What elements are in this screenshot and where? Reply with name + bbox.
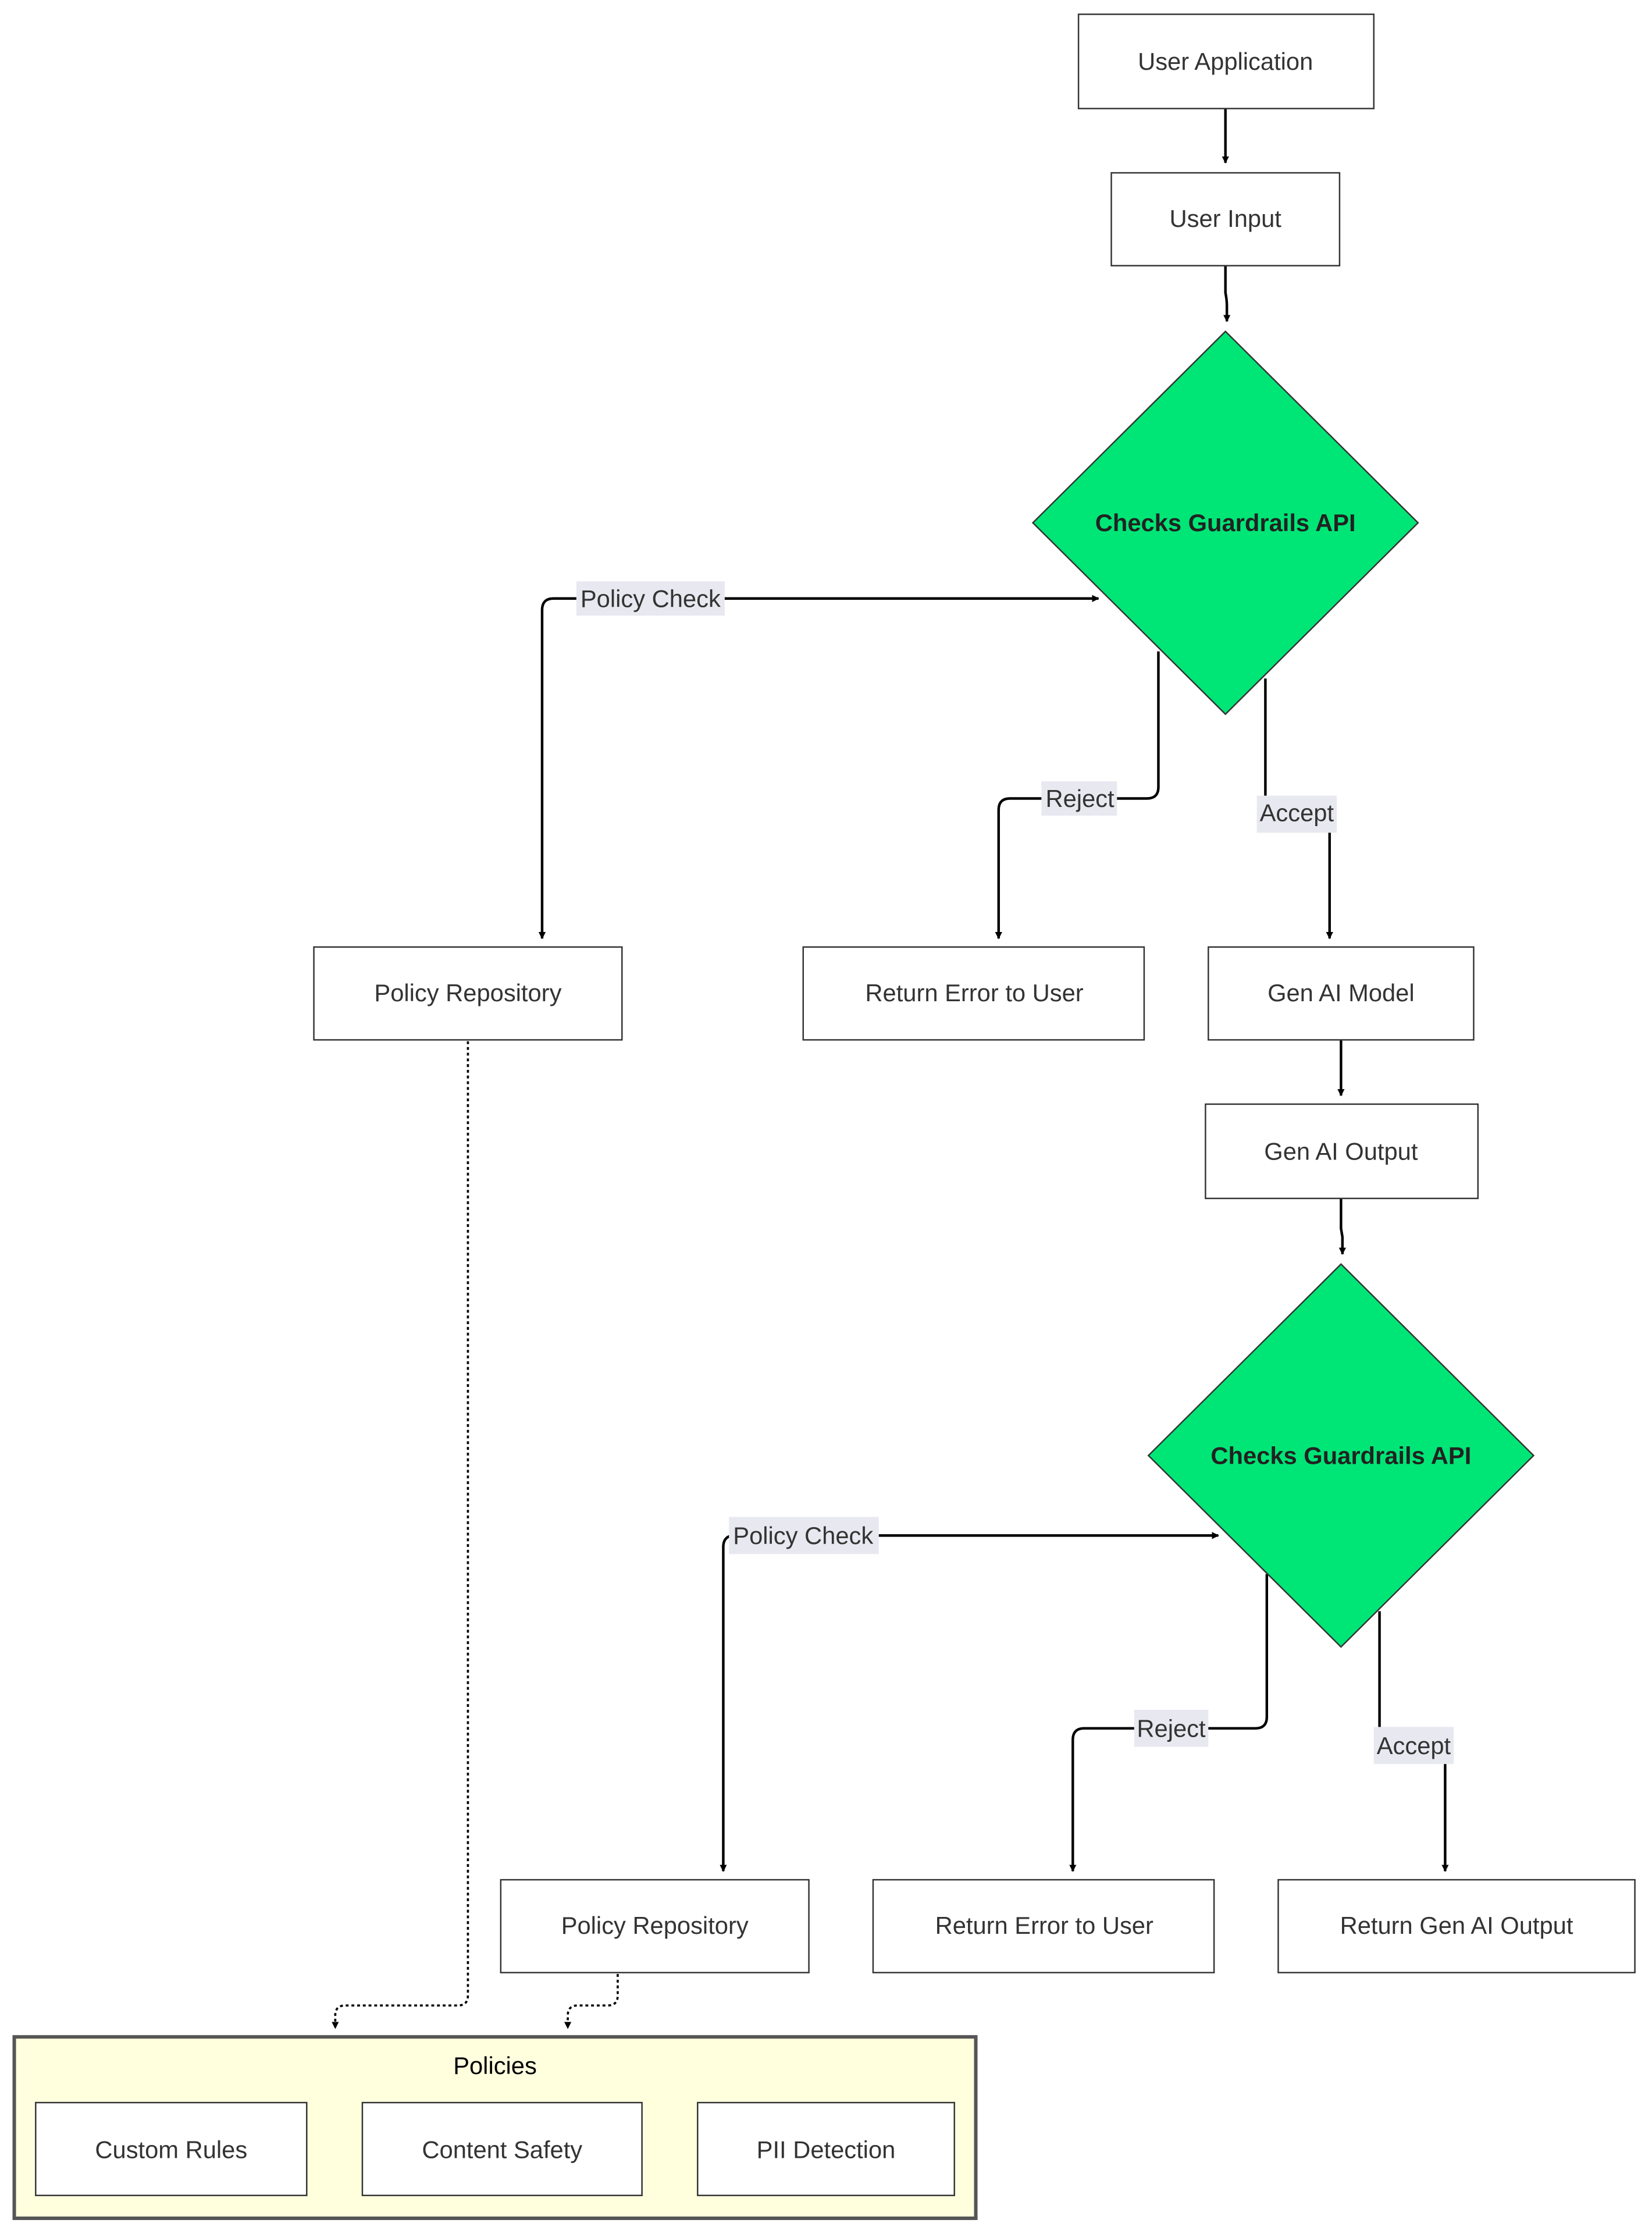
edge-label-accept-1: Accept xyxy=(1256,795,1337,833)
gen-ai-model-node: Gen AI Model xyxy=(1208,946,1475,1041)
edge-policy-repo-2-to-policies xyxy=(564,1974,619,2029)
edge-policy-check-2 xyxy=(720,1532,1219,1872)
user-input-node: User Input xyxy=(1110,172,1341,266)
node-label: Policy Repository xyxy=(374,979,561,1006)
user-application-node: User Application xyxy=(1077,13,1375,109)
edge-labels: Policy Check Reject Accept Policy Check … xyxy=(576,581,1454,1765)
node-label: User Application xyxy=(1138,48,1313,75)
edge-label-accept-2: Accept xyxy=(1373,1727,1454,1765)
edge-label-reject-1: Reject xyxy=(1041,781,1117,816)
policy-custom-rules-node: Custom Rules xyxy=(35,2101,308,2196)
edge-policy-repo-1-to-policies xyxy=(332,1041,469,2029)
edge-label-text: Policy Check xyxy=(733,1522,873,1549)
policies-group-title: Policies xyxy=(453,2052,537,2079)
policy-repository-1-node: Policy Repository xyxy=(313,946,623,1041)
decision-label: Checks Guardrails API xyxy=(1095,509,1356,536)
policy-repository-2-node: Policy Repository xyxy=(500,1879,810,1973)
edge-label-text: Accept xyxy=(1260,799,1334,827)
edge-label-text: Reject xyxy=(1045,785,1115,812)
edge-label-policy-check-1: Policy Check xyxy=(576,581,725,616)
edges xyxy=(332,108,1449,2029)
node-label: Content Safety xyxy=(422,2136,582,2164)
return-gen-ai-output-node: Return Gen AI Output xyxy=(1277,1879,1636,1973)
edge-label-text: Policy Check xyxy=(581,585,721,612)
edge-label-text: Accept xyxy=(1377,1732,1451,1759)
guardrails-output-decision: Checks Guardrails API xyxy=(1147,1263,1535,1648)
node-label: User Input xyxy=(1170,205,1282,232)
edge-policy-check-1 xyxy=(538,595,1099,940)
edge-label-reject-2: Reject xyxy=(1134,1709,1209,1747)
gen-ai-output-node: Gen AI Output xyxy=(1205,1103,1479,1200)
node-label: Policy Repository xyxy=(561,1912,749,1939)
policy-content-safety-node: Content Safety xyxy=(361,2101,643,2196)
policy-pii-detection-node: PII Detection xyxy=(697,2101,955,2196)
node-label: Gen AI Output xyxy=(1264,1137,1418,1165)
return-error-1-node: Return Error to User xyxy=(802,946,1145,1041)
edge-output-to-guardrails xyxy=(1338,1198,1346,1255)
edge-label-policy-check-2: Policy Check xyxy=(729,1517,879,1554)
edge-label-text: Reject xyxy=(1137,1714,1206,1742)
node-label: Custom Rules xyxy=(95,2136,247,2164)
node-label: Return Error to User xyxy=(865,979,1083,1006)
edge-input-to-guardrails xyxy=(1223,265,1231,322)
node-label: PII Detection xyxy=(757,2136,896,2164)
decision-label: Checks Guardrails API xyxy=(1210,1442,1471,1469)
return-error-2-node: Return Error to User xyxy=(872,1879,1215,1973)
node-label: Return Gen AI Output xyxy=(1340,1912,1573,1939)
node-label: Return Error to User xyxy=(935,1912,1153,1939)
node-label: Gen AI Model xyxy=(1268,979,1415,1006)
guardrails-input-decision: Checks Guardrails API xyxy=(1031,330,1419,716)
